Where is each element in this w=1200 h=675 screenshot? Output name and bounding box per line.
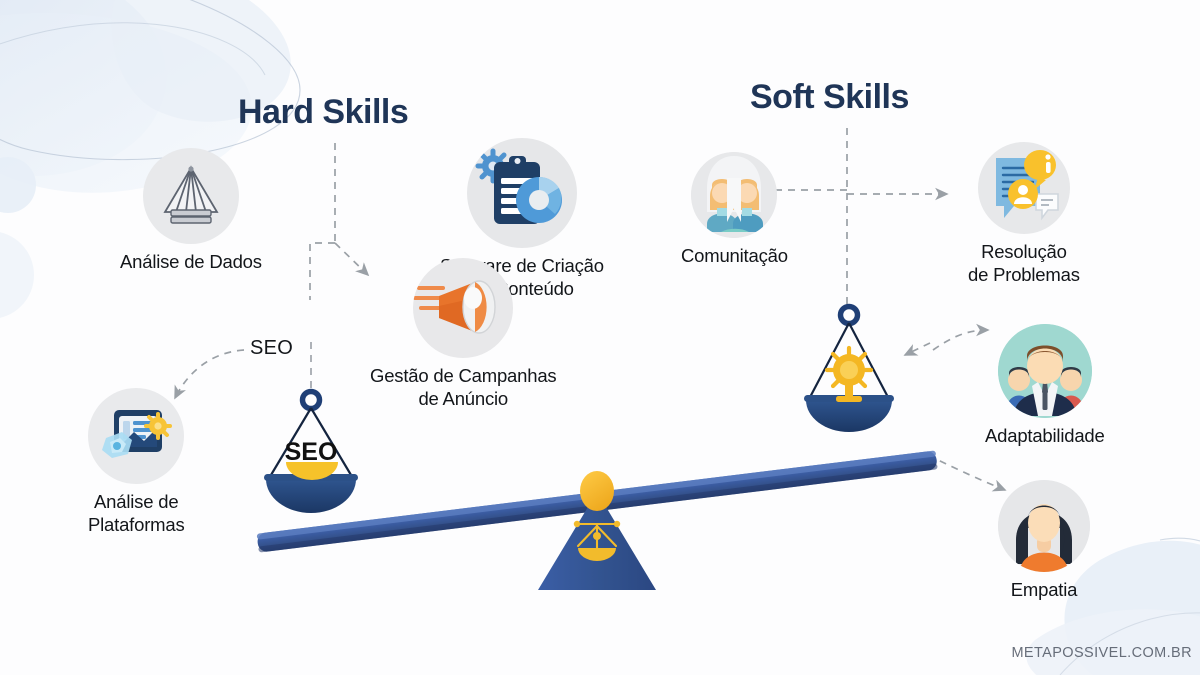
megaphone-icon [413, 258, 514, 358]
skill-node-empatia[interactable]: Empatia [998, 480, 1090, 602]
skill-node-gestao-de-campanhas[interactable]: Gestão de Campanhas de Anúncio [370, 258, 557, 410]
scale-beam [256, 450, 938, 553]
two-people-icon [691, 152, 778, 238]
skill-node-software-de-criacao[interactable]: Software de Criação de Conteúdo [440, 138, 604, 300]
sun-trophy-icon [824, 345, 874, 402]
team-group-icon [997, 324, 1092, 418]
skill-label: Comunitação [681, 245, 788, 266]
skill-label: Gestão de Campanhas de Anúncio [370, 365, 557, 409]
scale-pan-right [804, 303, 894, 432]
scale-pan-left: SEO [264, 340, 358, 513]
skill-label: Análise de Plataformas [88, 491, 185, 535]
left-pan-seo-text: SEO [285, 438, 338, 466]
soft-skills-title: Soft Skills [750, 78, 909, 116]
connector-beam-to-empatia [927, 454, 1007, 492]
skill-node-adaptabilidade[interactable]: Adaptabilidade [985, 324, 1105, 448]
skill-node-analise-de-plataformas[interactable]: Análise de Plataformas [88, 388, 185, 536]
skill-label: Análise de Dados [120, 251, 262, 272]
skill-node-analise-de-dados[interactable]: Análise de Dados [120, 148, 262, 274]
skill-label: Empatia [1010, 579, 1078, 600]
connector-hard-left-branch [309, 242, 335, 300]
connector-pointer-right-pan [903, 342, 931, 356]
connector-beam-to-adaptabilidade [932, 323, 990, 351]
scale-fulcrum [538, 471, 656, 590]
platform-analytics-icon [88, 388, 185, 484]
skill-label: Resolução de Problemas [968, 241, 1080, 285]
clipboard-chart-icon [466, 138, 577, 248]
seo-connector-label: SEO [250, 337, 294, 359]
connector-seo-to-plataformas [174, 349, 245, 400]
skill-label: Adaptabilidade [985, 425, 1105, 446]
woman-avatar-icon [998, 480, 1090, 572]
problem-solving-icon [977, 142, 1070, 234]
skill-node-resolucao-de-problemas[interactable]: Resolução de Problemas [968, 142, 1080, 286]
skill-node-comunitacao[interactable]: Comunitação [681, 152, 788, 268]
data-pyramid-icon [142, 148, 239, 244]
watermark-text: METAPOSSIVEL.COM.BR [1011, 645, 1192, 661]
hard-skills-title: Hard Skills [238, 93, 409, 131]
connector-hard-to-campanhas [334, 242, 370, 277]
